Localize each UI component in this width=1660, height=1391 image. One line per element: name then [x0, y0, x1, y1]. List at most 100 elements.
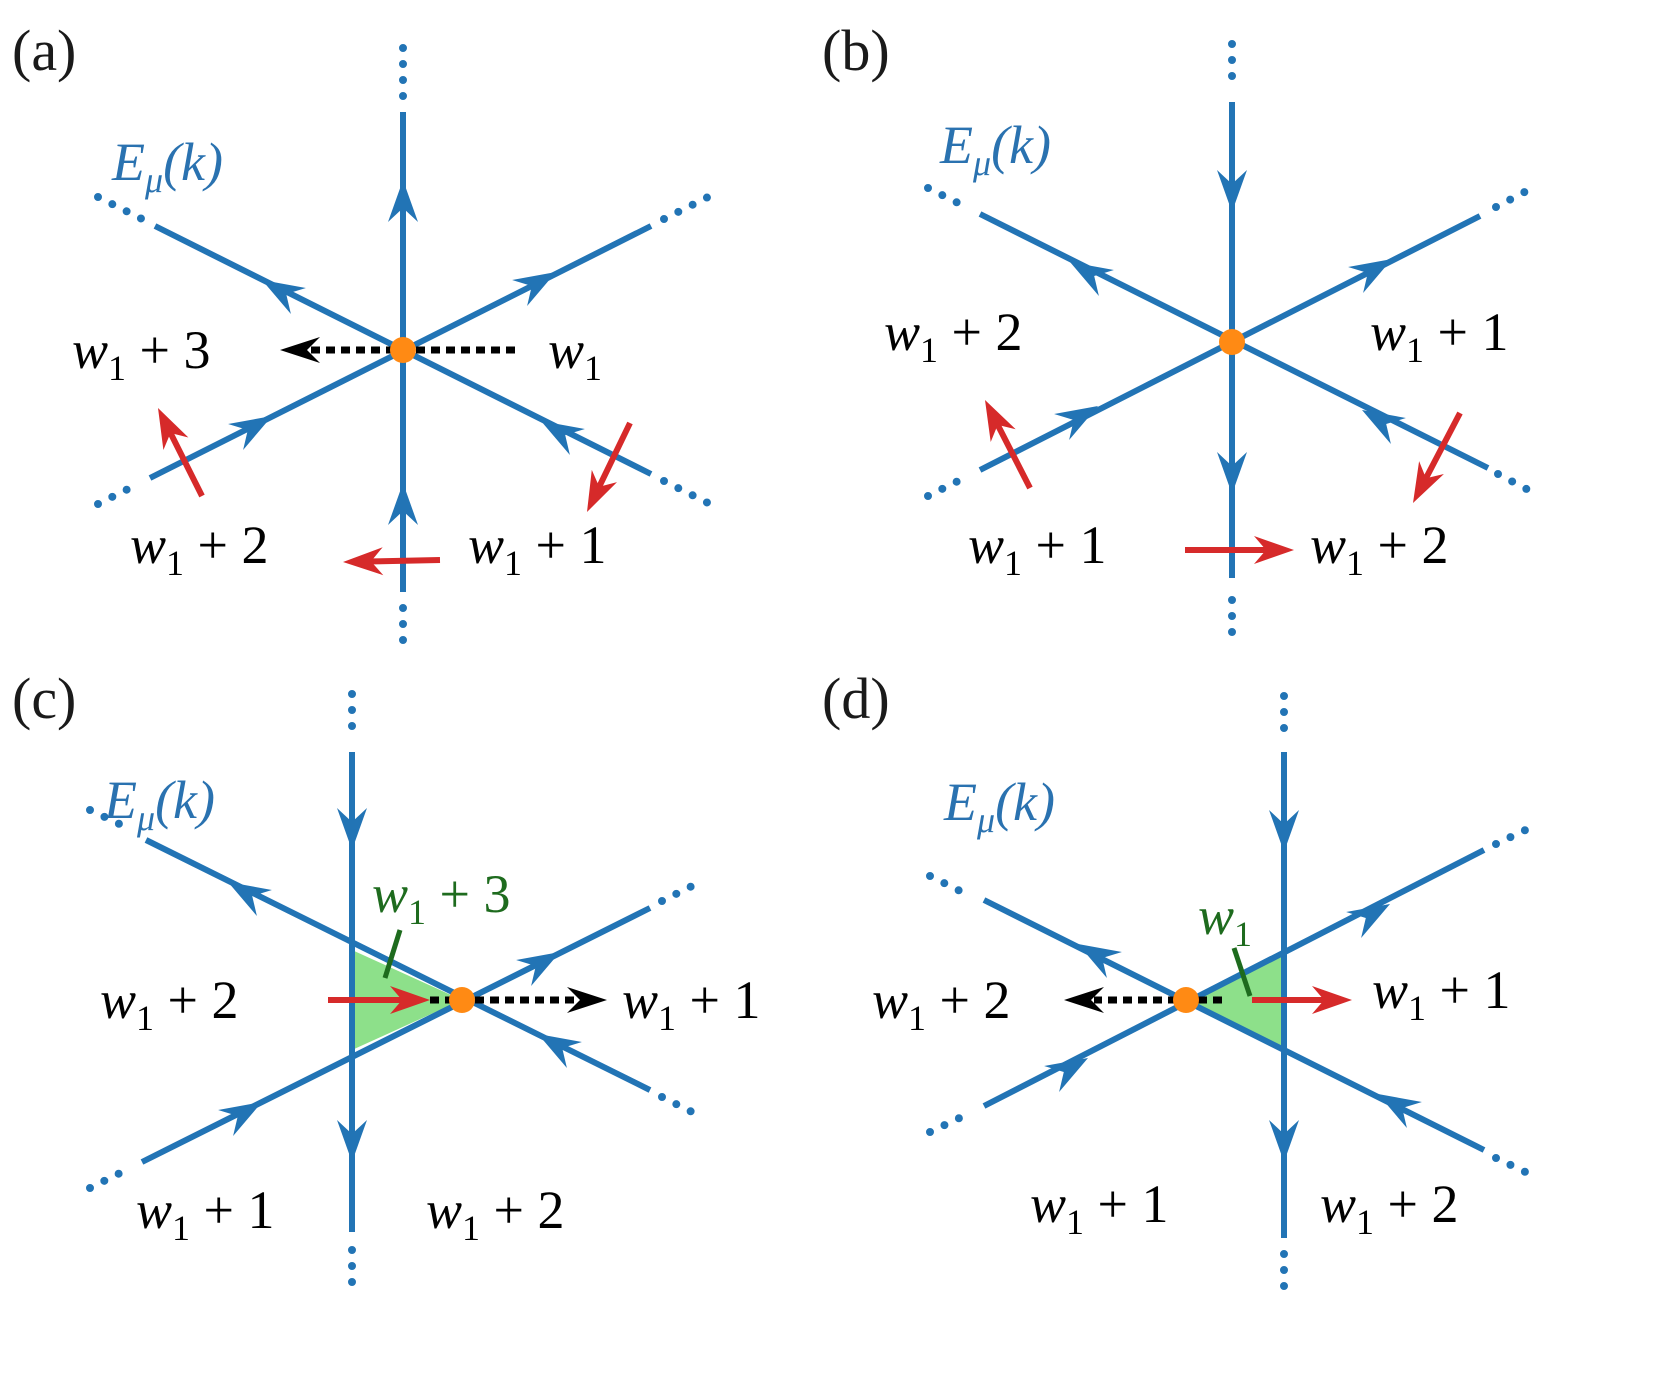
winding-subscript: 1: [1234, 914, 1252, 954]
band-continuation-dots: [924, 472, 972, 500]
winding-label: w1 + 2: [130, 515, 269, 583]
red-arrow-head: [1254, 536, 1294, 564]
winding-label: w1 + 2: [1310, 515, 1449, 583]
winding-subscript: 1: [1346, 543, 1364, 583]
winding-label: w1 + 1: [968, 515, 1107, 583]
flow-arrowhead: [228, 416, 272, 450]
flow-arrowhead: [388, 180, 418, 222]
panel-tag: (a): [12, 18, 76, 83]
red-arrow-head: [1312, 986, 1352, 1014]
flow-arrowhead: [1217, 170, 1247, 212]
winding-var: w: [548, 320, 584, 380]
winding-offset: + 1: [1424, 302, 1508, 362]
crossing-node: [390, 337, 416, 363]
winding-label: w1 + 2: [100, 970, 239, 1038]
band-continuation-dots: [924, 184, 974, 213]
winding-label: w1 + 1: [622, 970, 761, 1038]
band-continuation-dots: [926, 872, 976, 901]
energy-argument: (k): [163, 132, 223, 192]
winding-var: w: [968, 515, 1004, 575]
winding-label: w1 + 1: [468, 515, 607, 583]
winding-var: w: [426, 1180, 462, 1240]
red-arrow-head: [343, 547, 384, 576]
energy-subscript: μ: [136, 798, 155, 838]
winding-label: w1: [548, 320, 602, 388]
dashed-arrow-head: [280, 337, 320, 363]
red-arrow-shaft: [1420, 411, 1463, 485]
winding-offset: + 2: [154, 970, 238, 1030]
winding-var: w: [468, 515, 504, 575]
winding-offset: + 3: [126, 320, 210, 380]
winding-subscript: 1: [1356, 1202, 1374, 1242]
energy-symbol: E: [111, 132, 145, 192]
winding-label: w1 + 2: [884, 302, 1023, 370]
band-continuation-dots: [1492, 820, 1542, 848]
winding-var: w: [72, 320, 108, 380]
winding-label: w1 + 1: [1370, 302, 1509, 370]
winding-subscript: 1: [136, 998, 154, 1038]
winding-subscript: 1: [1406, 330, 1424, 370]
flow-arrowhead: [541, 421, 585, 455]
band-continuation-dots: [660, 193, 712, 223]
winding-var: w: [1320, 1174, 1356, 1234]
winding-offset: + 2: [1364, 515, 1448, 575]
flow-arrowhead: [516, 952, 560, 986]
flow-arrowhead: [1078, 944, 1122, 978]
winding-label: w1 + 1: [1030, 1174, 1169, 1242]
band-continuation-dots: [1494, 470, 1540, 498]
winding-subscript: 1: [166, 543, 184, 583]
band-continuation-dots: [658, 876, 708, 905]
winding-offset: + 2: [926, 970, 1010, 1030]
flow-arrowhead: [1362, 410, 1406, 444]
green-leader-line: [1231, 947, 1253, 997]
crossing-node: [1219, 329, 1245, 355]
band-continuation-dots: [86, 1164, 134, 1192]
winding-offset: + 2: [480, 1180, 564, 1240]
winding-offset: + 2: [938, 302, 1022, 362]
flow-arrowhead: [1044, 1058, 1088, 1092]
energy-label: Eμ(k): [939, 115, 1051, 183]
energy-argument: (k): [155, 770, 215, 830]
flow-arrowhead: [1346, 904, 1390, 938]
red-arrow-shaft: [364, 557, 441, 565]
band-line: [140, 905, 652, 1165]
flow-arrowhead: [1269, 810, 1299, 852]
crossing-node: [449, 987, 475, 1013]
winding-subscript: 1: [908, 998, 926, 1038]
red-arrow-head: [1413, 461, 1444, 503]
dashed-arrow-head: [567, 987, 607, 1013]
winding-var: w: [1198, 886, 1234, 946]
red-arrow-head: [158, 408, 189, 450]
flow-arrowhead: [538, 1034, 582, 1068]
winding-label: w1 + 2: [872, 970, 1011, 1038]
winding-offset: + 2: [184, 515, 268, 575]
winding-var: w: [372, 864, 408, 924]
red-arrow-shaft: [593, 421, 633, 494]
energy-subscript: μ: [144, 160, 163, 200]
winding-var: w: [1372, 960, 1408, 1020]
band-continuation-dots: [94, 193, 146, 223]
flow-arrowhead: [262, 280, 306, 314]
red-arrow-shaft: [165, 426, 205, 498]
winding-var: w: [136, 1180, 172, 1240]
winding-offset: + 1: [1022, 515, 1106, 575]
winding-subscript: 1: [1066, 1202, 1084, 1242]
energy-argument: (k): [991, 115, 1051, 175]
winding-var: w: [1030, 1174, 1066, 1234]
shaded-triangle: [1186, 951, 1284, 1049]
winding-subscript: 1: [1004, 543, 1022, 583]
crossing-node: [1173, 987, 1199, 1013]
winding-var: w: [1370, 302, 1406, 362]
winding-var: w: [130, 515, 166, 575]
flow-arrowhead: [1217, 452, 1247, 494]
winding-label: w1 + 3: [372, 864, 511, 932]
flow-arrowhead: [1070, 262, 1114, 296]
band-continuation-dots: [94, 480, 142, 508]
flow-arrowhead: [388, 483, 418, 525]
winding-subscript: 1: [1408, 988, 1426, 1028]
band-continuation-dots: [658, 1093, 708, 1122]
